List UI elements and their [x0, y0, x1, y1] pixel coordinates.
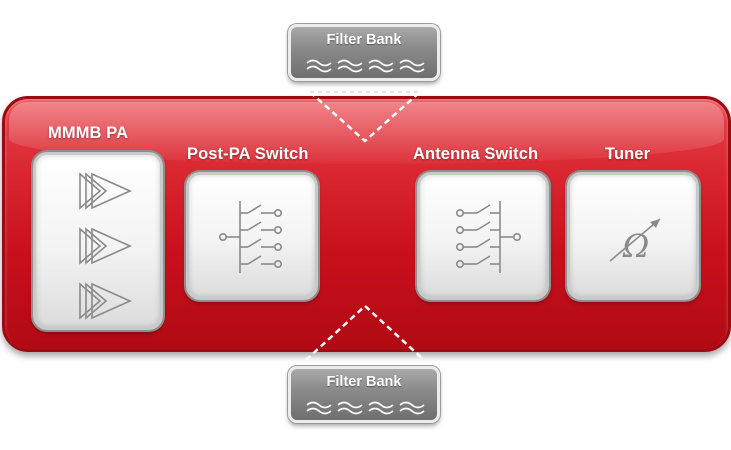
switch-icon: [455, 201, 522, 273]
tuner-label: Tuner: [605, 145, 651, 163]
post-pa-switch-label: Post-PA Switch: [187, 145, 309, 163]
post-pa-switch-box: [186, 172, 318, 300]
svg-text:Ω: Ω: [622, 227, 650, 265]
wave-icon: [306, 59, 425, 73]
wave-icon: [306, 401, 425, 415]
tuner-icon: Ω: [609, 218, 661, 265]
mmmb-pa-label: MMMB PA: [48, 124, 129, 142]
antenna-switch-box: [417, 172, 549, 300]
filter-bank-top-title: Filter Bank: [326, 32, 402, 48]
filter-bank-bottom-title: Filter Bank: [326, 374, 402, 390]
tuner-box: Ω: [567, 172, 699, 300]
mmmb-pa-box: [33, 152, 163, 330]
antenna-switch-label: Antenna Switch: [413, 145, 539, 163]
switch-icon: [218, 201, 283, 273]
filter-bank-top: Filter Bank: [288, 24, 440, 81]
filter-bank-bottom: Filter Bank: [288, 366, 440, 423]
amplifier-icon: [79, 172, 132, 320]
